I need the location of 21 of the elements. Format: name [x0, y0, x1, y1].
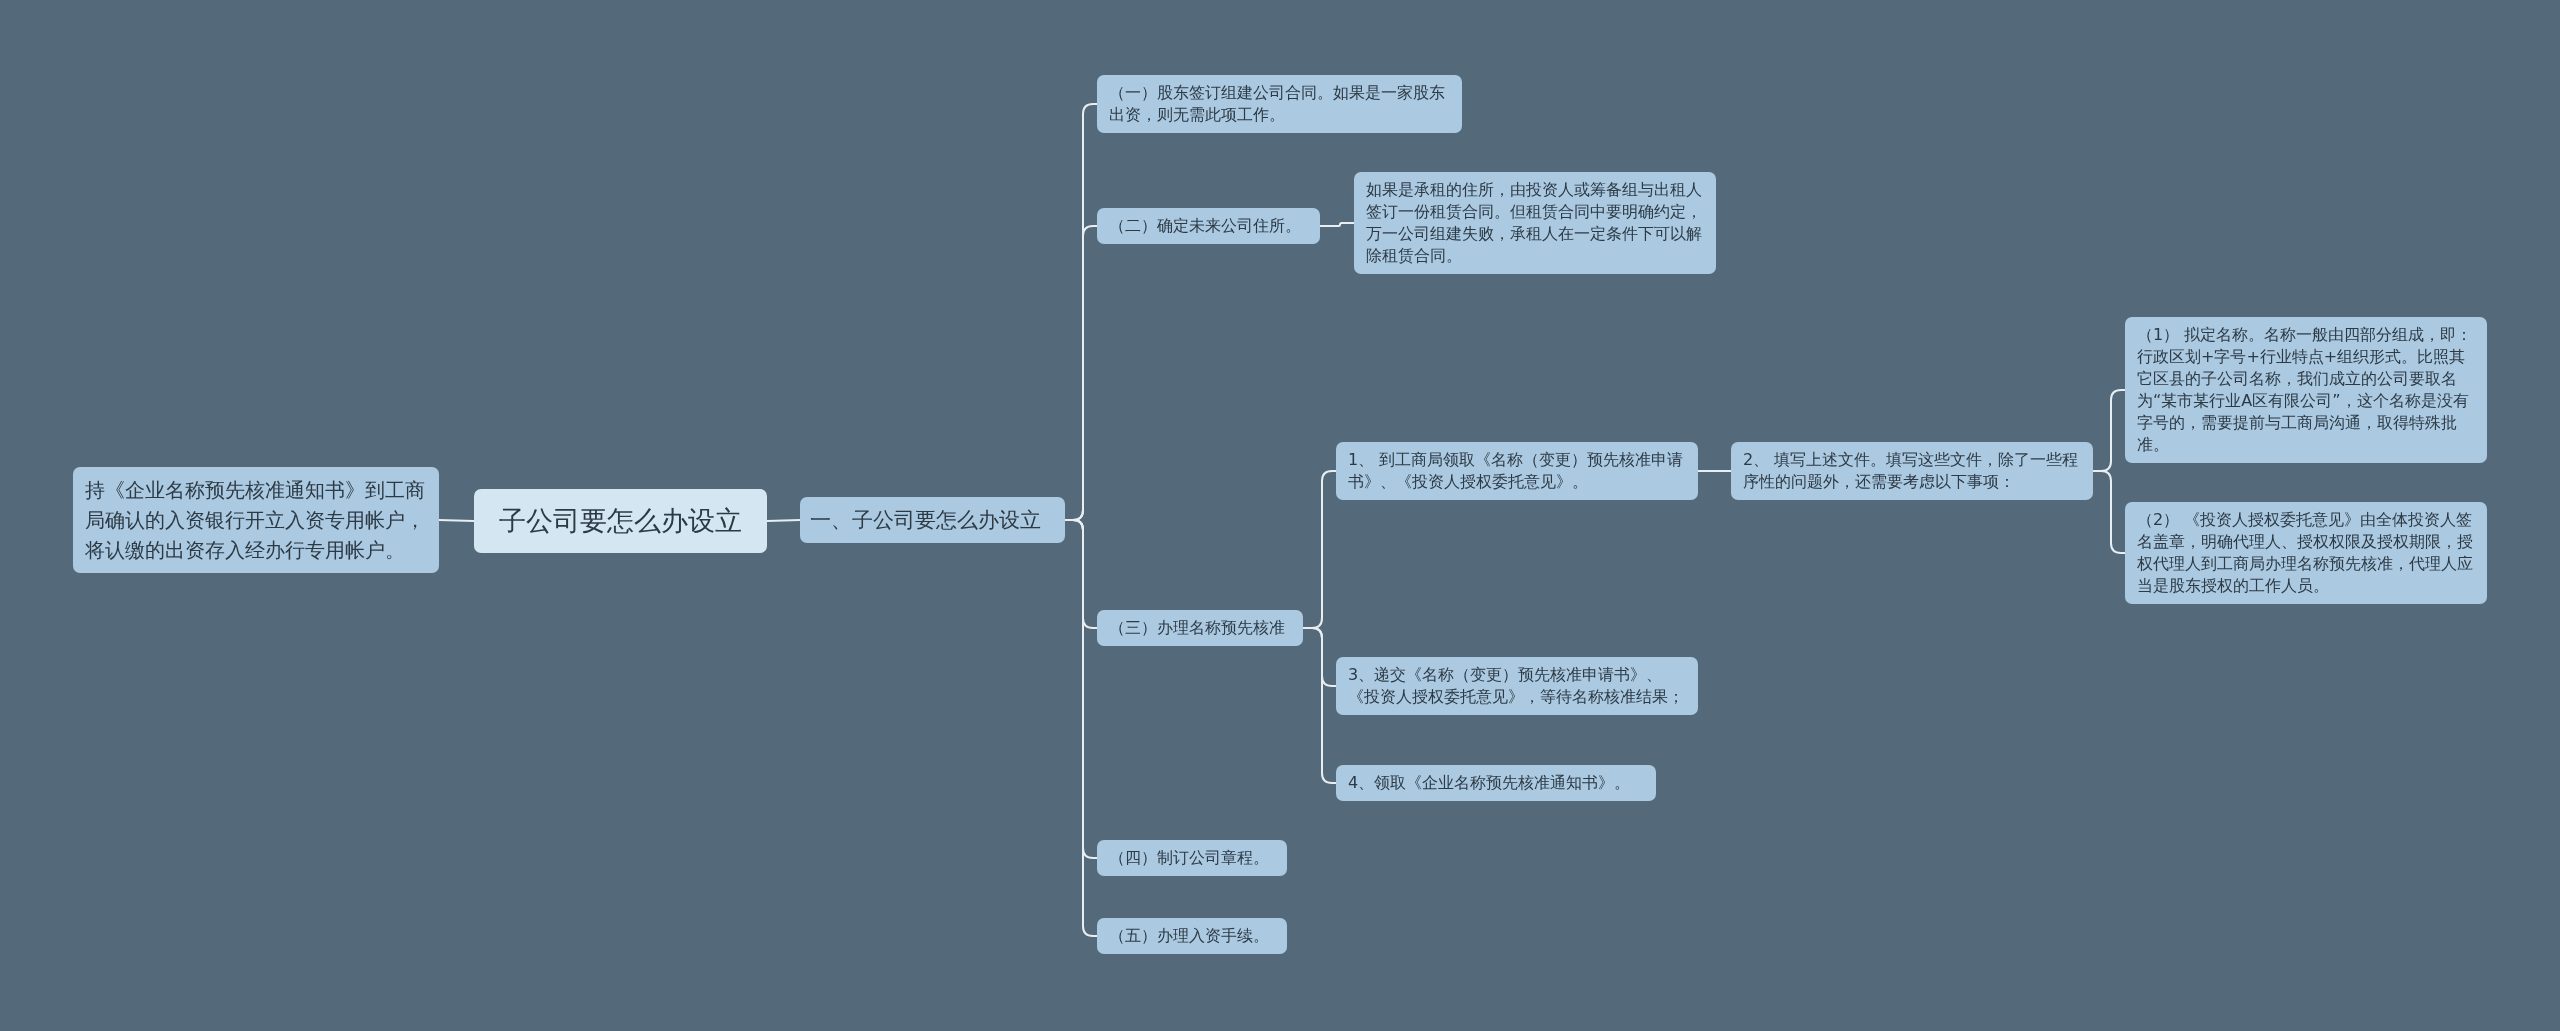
topic-box: 1、 到工商局领取《名称（变更）预先核准申请书》、《投资人授权委托意见》。: [1336, 442, 1698, 500]
topic-box: 2、 填写上述文件。填写这些文件，除了一些程序性的问题外，还需要考虑以下事项：: [1731, 442, 2093, 500]
topic-box: （三）办理名称预先核准: [1097, 610, 1303, 646]
topic-box: （二）确定未来公司住所。: [1097, 208, 1320, 244]
connector-line: [1697, 470, 1732, 472]
topic-box: （五）办理入资手续。: [1097, 918, 1287, 954]
topic-box: 持《企业名称预先核准通知书》到工商局确认的入资银行开立入资专用帐户，将认缴的出资存入经办行专用帐户。: [73, 467, 439, 573]
topic-box: 4、领取《企业名称预先核准通知书》。: [1336, 765, 1656, 801]
topic-box: （1） 拟定名称。名称一般由四部分组成，即：行政区划+字号+行业特点+组织形式。比照其它区县的子公司名称，我们成立的公司要取名为“某市某行业A区有限公司”，这个名称是没有字号的，需要提前与工商局沟通，取得特殊批准。: [2125, 317, 2487, 463]
central-topic-box: 子公司要怎么办设立: [474, 489, 767, 553]
topic-box: （四）制订公司章程。: [1097, 840, 1287, 876]
topic-box: （2） 《投资人授权委托意见》由全体投资人签名盖章，明确代理人、授权权限及授权期限，授权代理人到工商局办理名称预先核准，代理人应当是股东授权的工作人员。: [2125, 502, 2487, 604]
topic-box: 一、子公司要怎么办设立: [800, 497, 1065, 543]
connector-line: [1319, 222, 1355, 227]
topic-box: 如果是承租的住所，由投资人或筹备组与出租人签订一份租赁合同。但租赁合同中要明确约定，万一公司组建失败，承租人在一定条件下可以解除租赁合同。: [1354, 172, 1716, 274]
connector-line: [438, 519, 475, 522]
topic-box: （一）股东签订组建公司合同。如果是一家股东出资，则无需此项工作。: [1097, 75, 1462, 133]
connector-line: [766, 519, 801, 522]
connector-line: [1302, 627, 1337, 784]
topic-box: 3、递交《名称（变更）预先核准申请书》、《投资人授权委托意见》，等待名称核准结果；: [1336, 657, 1698, 715]
connector-line: [2092, 470, 2126, 554]
